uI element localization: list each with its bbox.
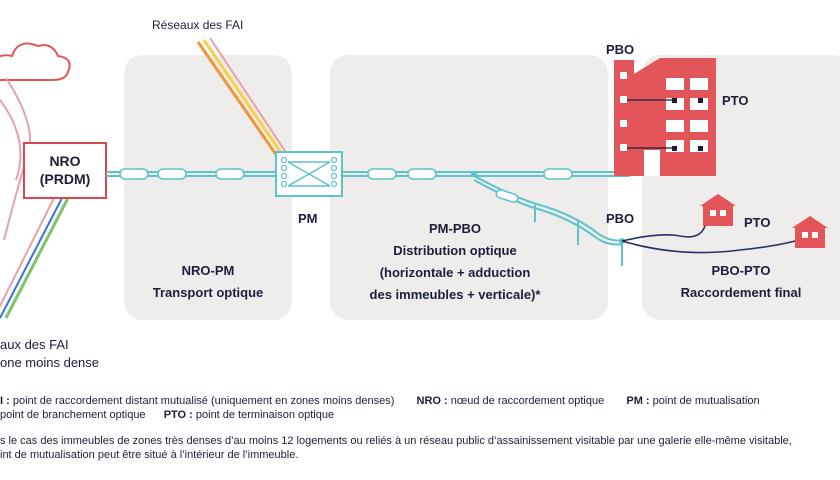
zone-pm-pbo-line4: des immeubles + verticale)* xyxy=(369,287,541,302)
fai-cable-yellow xyxy=(202,39,290,164)
legend-def-pto: point de terminaison optique xyxy=(192,409,335,421)
zone-pm-pbo-title: PM-PBO Distribution optique (horizontale… xyxy=(330,218,580,306)
legend-row-1: I : point de raccordement distant mutual… xyxy=(0,394,760,408)
drop-cable-2 xyxy=(621,237,807,254)
legend-term-nro: NRO : xyxy=(416,395,448,407)
legend-term-pm: PM : xyxy=(626,395,650,407)
fai-bottom-line2: one moins dense xyxy=(0,355,100,370)
cloud-icon xyxy=(0,42,71,81)
legend-def-prdm: point de raccordement distant mutualisé … xyxy=(9,395,395,407)
legend-def-pbo: point de branchement optique xyxy=(0,409,146,421)
zone-nro-pm-line1: NRO-PM xyxy=(181,263,235,278)
zone-pm-pbo-line1: PM-PBO xyxy=(429,221,481,236)
nro-label-line1: NRO xyxy=(49,153,81,169)
zone-pm-pbo-bg xyxy=(330,55,608,320)
splice-dot xyxy=(471,171,477,177)
fai-cable-pink xyxy=(0,197,55,309)
pbo-houses-label: PBO xyxy=(606,211,635,226)
pto-building-label: PTO xyxy=(722,93,749,108)
legend-note: s le cas des immeubles de zones très den… xyxy=(0,434,792,462)
house-icon-2 xyxy=(792,216,828,248)
fai-top-label: Réseaux des FAI xyxy=(152,18,244,32)
legend-def-pm: point de mutualisation xyxy=(649,395,760,407)
legend-term-pto: PTO : xyxy=(163,409,193,421)
legend-note-line2: int de mutualisation peut être situé à l… xyxy=(0,449,299,461)
zone-pbo-pto-line1: PBO-PTO xyxy=(711,263,771,278)
zone-nro-pm-line2: Transport optique xyxy=(152,285,264,300)
drop-cable-1 xyxy=(621,225,706,242)
legend-term-prdm: I : xyxy=(0,395,10,407)
zone-pbo-pto-line2: Raccordement final xyxy=(680,285,802,300)
fai-cable-green xyxy=(4,197,70,319)
zone-nro-pm-bg xyxy=(124,55,292,320)
fai-arc-cable-2 xyxy=(0,99,22,181)
nro-label: NRO (PRDM) xyxy=(24,152,106,188)
house-icon-1 xyxy=(700,194,736,226)
apartment-building-icon xyxy=(614,58,716,176)
pm-cabinet-icon xyxy=(275,151,343,197)
pm-label: PM xyxy=(298,211,318,226)
fai-bottom-line1: aux des FAI xyxy=(0,337,69,352)
pbo-building-label: PBO xyxy=(606,42,635,57)
nro-box xyxy=(23,142,107,199)
fai-cable-blue xyxy=(0,197,63,319)
nro-label-line2: (PRDM) xyxy=(39,171,91,187)
zone-pm-pbo-line3: (horizontale + adduction xyxy=(379,265,531,280)
pto-houses-label: PTO xyxy=(744,215,771,230)
zone-nro-pm-title: NRO-PM Transport optique xyxy=(124,260,292,304)
zone-pm-pbo-line2: Distribution optique xyxy=(393,243,517,258)
legend-def-nro: nœud de raccordement optique xyxy=(447,395,605,407)
fiber-sleeves xyxy=(119,168,573,203)
fai-cable-orange xyxy=(196,41,286,167)
fai-cable-pink-top xyxy=(209,37,292,161)
zone-pbo-pto-title: PBO-PTO Raccordement final xyxy=(642,260,840,304)
fai-bottom-label: aux des FAI one moins dense xyxy=(0,336,99,372)
legend-row-2: point de branchement optique PTO : point… xyxy=(0,408,334,422)
legend-note-line1: s le cas des immeubles de zones très den… xyxy=(0,435,792,447)
